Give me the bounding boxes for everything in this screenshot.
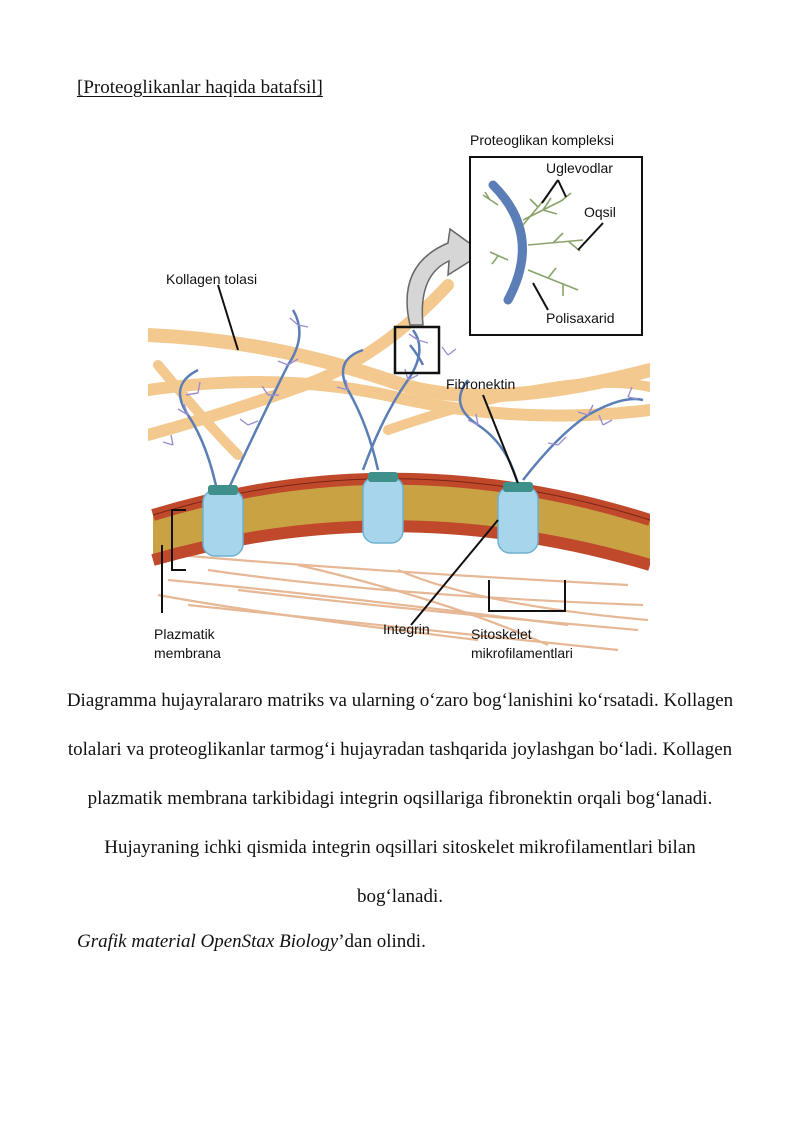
label-proteoglycan-complex: Proteoglikan kompleksi — [470, 132, 614, 148]
label-plasma-membrane-1: Plazmatik — [154, 626, 216, 642]
label-fibronectin: Fibronektin — [446, 376, 515, 392]
label-polysaccharide: Polisaxarid — [546, 310, 614, 326]
figure-credit: Grafik material OpenStax Biology’dan oli… — [77, 928, 426, 956]
label-cytoskeleton-1: Sitoskelet — [471, 626, 532, 642]
zoom-arrow — [406, 227, 485, 326]
label-cytoskeleton-2: mikrofilamentlari — [471, 645, 573, 661]
credit-suffix: ’dan olindi. — [338, 931, 426, 952]
label-plasma-membrane-2: membrana — [154, 645, 221, 661]
label-integrin: Integrin — [383, 621, 430, 637]
credit-source: Grafik material OpenStax Biology — [77, 931, 339, 952]
integrins — [202, 476, 539, 557]
label-protein: Oqsil — [584, 204, 616, 220]
figure-caption: Diagramma hujayralararo matriks va ularn… — [66, 690, 734, 907]
label-carbohydrates: Uglevodlar — [546, 160, 613, 176]
proteoglycans — [162, 309, 644, 496]
proteoglycan-details-link[interactable]: [Proteoglikanlar haqida batafsil] — [77, 77, 323, 98]
collagen-fibers — [148, 279, 650, 460]
extracellular-matrix-diagram: Proteoglikan kompleksi Uglevodlar Oqsil … — [148, 125, 650, 670]
microfilaments — [157, 553, 649, 652]
label-collagen-fiber: Kollagen tolasi — [166, 271, 257, 287]
